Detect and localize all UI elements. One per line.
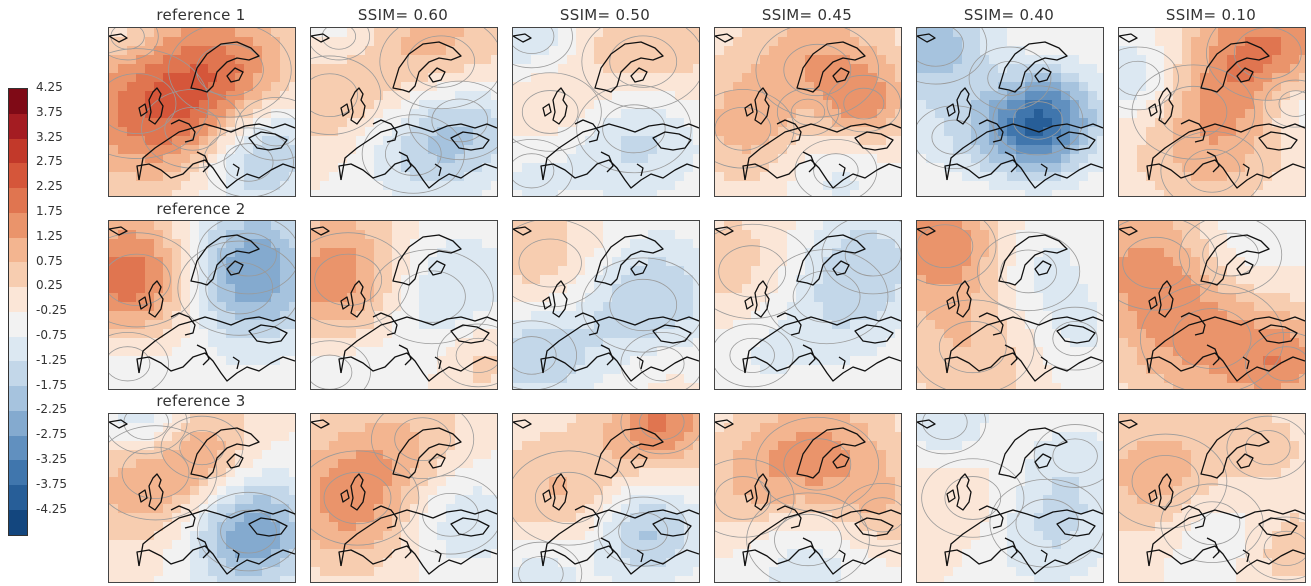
colorbar-tick-label: 2.75 — [36, 154, 63, 169]
colorbar-swatch — [9, 361, 27, 387]
panel-title-r3c1: reference 3 — [156, 392, 246, 410]
panel-title-r1c6: SSIM= 0.10 — [1165, 6, 1257, 24]
map-panel-r1c2 — [310, 27, 498, 197]
colorbar-tick-label: -0.75 — [36, 328, 68, 342]
map-panel-r3c5 — [916, 413, 1104, 583]
map-r3c4 — [715, 414, 901, 582]
map-panel-r3c1 — [108, 413, 296, 583]
map-r3c5 — [917, 414, 1103, 582]
map-panel-r3c4 — [714, 413, 902, 583]
map-r3c6 — [1119, 414, 1305, 582]
colorbar-tick-label: 3.75 — [36, 104, 63, 119]
colorbar-swatch — [9, 89, 27, 114]
colorbar-swatch — [9, 485, 27, 511]
colorbar-tick-label: 0.25 — [36, 278, 63, 293]
colorbar-swatch — [9, 212, 27, 238]
colorbar-tick-label: -2.25 — [36, 402, 68, 417]
map-r2c2 — [311, 221, 497, 389]
map-r2c6 — [1119, 221, 1305, 389]
map-r1c1 — [109, 28, 295, 196]
map-r1c2 — [311, 28, 497, 196]
colorbar-tick-label: -4.25 — [36, 501, 68, 516]
panel-title-r1c1: reference 1 — [156, 6, 246, 24]
map-r1c5 — [917, 28, 1103, 196]
colorbar-swatch — [9, 460, 27, 486]
colorbar-swatch — [9, 113, 27, 139]
colorbar-swatch — [9, 386, 27, 411]
map-r2c4 — [715, 221, 901, 389]
colorbar-tick-label: 1.75 — [36, 204, 63, 218]
colorbar-swatch — [9, 311, 27, 337]
colorbar-tick-label: -1.75 — [36, 377, 68, 392]
panel-title-r1c5: SSIM= 0.40 — [963, 6, 1055, 24]
map-panel-r2c6 — [1118, 220, 1306, 390]
map-panel-r2c4 — [714, 220, 902, 390]
panel-title-r2c1: reference 2 — [156, 200, 246, 218]
map-panel-r3c2 — [310, 413, 498, 583]
colorbar-swatch — [9, 435, 27, 461]
map-panel-r1c6 — [1118, 27, 1306, 197]
map-r3c2 — [311, 414, 497, 582]
colorbar-tick-label: -0.25 — [36, 303, 68, 318]
colorbar-tick-label: -3.25 — [36, 452, 68, 466]
colorbar — [8, 88, 28, 536]
colorbar-swatch — [9, 410, 27, 436]
colorbar-tick-label: -3.75 — [36, 476, 68, 491]
map-panel-r1c4 — [714, 27, 902, 197]
colorbar-swatch — [9, 188, 27, 213]
map-r2c5 — [917, 221, 1103, 389]
colorbar-tick-label: -1.25 — [36, 352, 68, 367]
colorbar-tick-label: -2.75 — [36, 427, 68, 442]
map-panel-r2c3 — [512, 220, 700, 390]
map-panel-r1c5 — [916, 27, 1104, 197]
map-panel-r2c2 — [310, 220, 498, 390]
colorbar-tick-label: 3.25 — [36, 129, 63, 144]
map-panel-r2c1 — [108, 220, 296, 390]
map-panel-r3c3 — [512, 413, 700, 583]
panel-title-r1c3: SSIM= 0.50 — [559, 6, 651, 24]
map-r1c4 — [715, 28, 901, 196]
colorbar-swatch — [9, 336, 27, 362]
colorbar-swatch — [9, 237, 27, 263]
colorbar-swatch — [9, 262, 27, 288]
colorbar-tick-label: 2.25 — [36, 179, 63, 194]
map-r1c3 — [513, 28, 699, 196]
map-panel-r1c3 — [512, 27, 700, 197]
panel-title-r1c4: SSIM= 0.45 — [761, 6, 853, 24]
panel-title-r1c2: SSIM= 0.60 — [357, 6, 449, 24]
map-panel-r3c6 — [1118, 413, 1306, 583]
map-panel-r1c1 — [108, 27, 296, 197]
map-r3c1 — [109, 414, 295, 582]
map-r2c3 — [513, 221, 699, 389]
colorbar-swatch — [9, 510, 27, 535]
colorbar-swatch — [9, 163, 27, 189]
colorbar-swatch — [9, 138, 27, 164]
colorbar-swatch — [9, 287, 27, 312]
map-r2c1 — [109, 221, 295, 389]
colorbar-tick-label: 1.25 — [36, 228, 63, 243]
map-r1c6 — [1119, 28, 1305, 196]
colorbar-tick-label: 0.75 — [36, 253, 63, 268]
map-panel-r2c5 — [916, 220, 1104, 390]
colorbar-tick-label: 4.25 — [36, 80, 63, 94]
map-r3c3 — [513, 414, 699, 582]
